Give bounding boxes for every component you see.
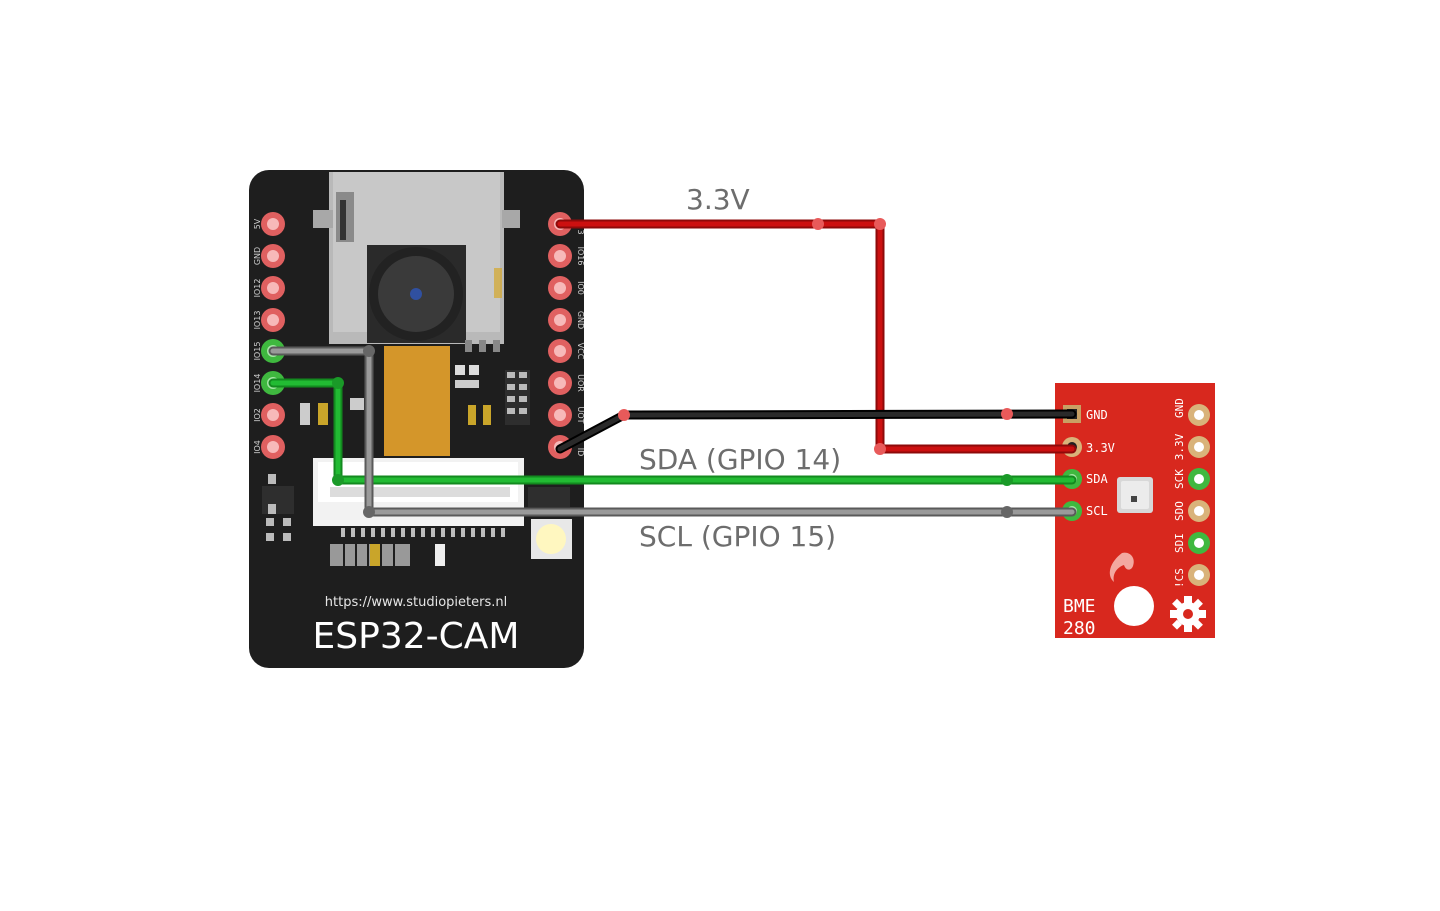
- label-sda: SDA (GPIO 14): [639, 443, 841, 476]
- label-scl: SCL (GPIO 15): [639, 520, 836, 553]
- esp-pin-label: IO13: [253, 311, 262, 330]
- esp-pin-uot[interactable]: [548, 403, 572, 427]
- bme-pin-label: 3.3V: [1086, 441, 1115, 455]
- esp-pin-label: ID: [576, 448, 585, 457]
- esp-pin-label: 3: [576, 229, 585, 234]
- esp32-left-header: 5V GND IO12 IO13 IO15 IO14 IO2 IO4: [253, 212, 285, 459]
- bme-name: BME: [1063, 596, 1096, 617]
- bme-side-label: GND: [1173, 398, 1186, 418]
- mounting-hole: [1114, 586, 1154, 626]
- bme-side-label: SCK: [1173, 469, 1186, 489]
- esp-pin-label: IO14: [253, 374, 262, 393]
- open-hardware-gear-icon: [1170, 596, 1206, 632]
- bme-side-label: SDO: [1173, 501, 1186, 521]
- esp-pin-io0[interactable]: [548, 276, 572, 300]
- camera-lens: [367, 245, 466, 343]
- esp-pin-io16[interactable]: [548, 244, 572, 268]
- bme-side-pin[interactable]: [1188, 500, 1210, 522]
- esp-pin-label: IO2: [253, 408, 262, 422]
- esp-pin-label: GND: [253, 247, 262, 265]
- esp-pin-io2[interactable]: [261, 403, 285, 427]
- bme-pin-label: SDA: [1086, 472, 1108, 486]
- esp32-right-header: 3 IO16 IO0 GND VCC UOR UOT ID: [548, 212, 585, 459]
- esp-pin-label: GND: [576, 311, 585, 329]
- bme-pin-label: GND: [1086, 408, 1108, 422]
- esp-pin-vcc[interactable]: [548, 339, 572, 363]
- esp-pin-label: IO16: [576, 247, 585, 266]
- bme-name: 280: [1063, 618, 1096, 639]
- esp32-url: https://www.studiopieters.nl: [325, 595, 507, 610]
- sensor-chip: [1117, 477, 1153, 513]
- bme-side-pin[interactable]: [1188, 532, 1210, 554]
- esp32-cam-board: https://www.studiopieters.nl ESP32-CAM: [249, 170, 584, 668]
- esp-pin-label: IO4: [253, 440, 262, 454]
- bme-side-pin[interactable]: [1188, 436, 1210, 458]
- esp-pin-io13[interactable]: [261, 308, 285, 332]
- esp-pin-label: IO15: [253, 342, 262, 361]
- bme-pin-label: SCL: [1086, 504, 1108, 518]
- flash-led: [531, 519, 572, 559]
- esp-pin-label: IO12: [253, 279, 262, 298]
- esp32-title: ESP32-CAM: [313, 616, 520, 657]
- esp-pin-label: IO0: [576, 281, 585, 295]
- esp-pin-io4[interactable]: [261, 435, 285, 459]
- esp-pin-io12[interactable]: [261, 276, 285, 300]
- bme280-board: BME 280 GND 3.3V SDA SCL GND 3.3V SCK SD…: [1055, 383, 1215, 639]
- esp-pin-gnd-right[interactable]: [548, 308, 572, 332]
- bme-side-label: SDI: [1173, 533, 1186, 553]
- esp-pin-label: UOT: [576, 406, 585, 423]
- wire-sda[interactable]: [268, 377, 1077, 486]
- esp-pin-gnd-left[interactable]: [261, 244, 285, 268]
- bme-side-pin[interactable]: [1188, 468, 1210, 490]
- esp-pin-label: UOR: [576, 374, 585, 392]
- esp-pin-5v[interactable]: [261, 212, 285, 236]
- wire-gnd[interactable]: [555, 408, 1077, 454]
- esp-pin-label: 5V: [253, 218, 262, 229]
- flame-logo: [1109, 552, 1134, 582]
- esp-pin-uor[interactable]: [548, 371, 572, 395]
- wire-scl[interactable]: [268, 345, 1077, 518]
- bme-side-label: !CS: [1173, 568, 1186, 588]
- bme-side-label: 3.3V: [1173, 433, 1186, 460]
- esp-pin-label: VCC: [576, 343, 585, 360]
- bme-side-pin[interactable]: [1188, 404, 1210, 426]
- bme-side-pin[interactable]: [1188, 564, 1210, 586]
- label-power: 3.3V: [686, 183, 750, 216]
- wire-3v3[interactable]: [555, 218, 1077, 455]
